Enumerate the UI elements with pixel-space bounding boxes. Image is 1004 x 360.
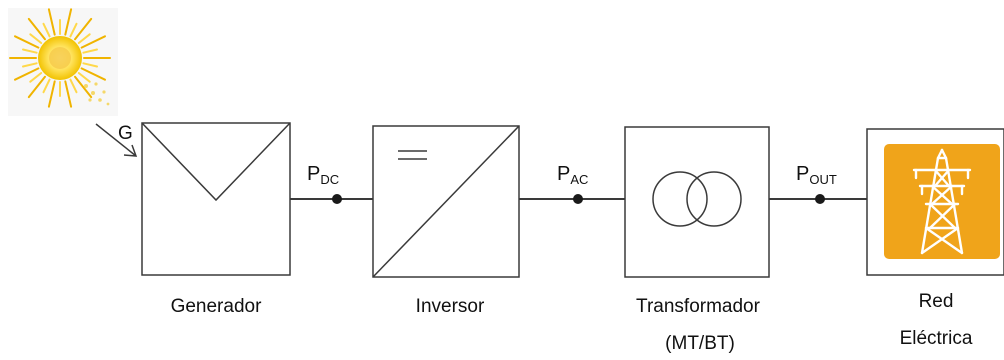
sun-ray bbox=[47, 8, 56, 36]
sun-ray bbox=[29, 33, 43, 44]
grid-label-line1: Red bbox=[918, 291, 954, 312]
node-ac-letter: P bbox=[557, 163, 571, 185]
sun-icon bbox=[8, 8, 118, 116]
power-pylon-icon bbox=[912, 148, 972, 255]
node-out-label: POUT bbox=[796, 163, 837, 187]
transformer-label: Transformador bbox=[636, 296, 760, 317]
node-dc-label: PDC bbox=[307, 163, 340, 187]
sun-ray bbox=[42, 22, 51, 38]
inverter-block bbox=[372, 125, 520, 278]
sun-ray bbox=[27, 75, 46, 99]
node-dc bbox=[332, 194, 342, 204]
sun-ray bbox=[29, 72, 43, 83]
irradiance-arrow bbox=[95, 123, 138, 157]
node-out-sub: OUT bbox=[809, 172, 837, 187]
node-ac bbox=[573, 194, 583, 204]
sun-ray bbox=[77, 33, 91, 44]
sun-ray bbox=[64, 8, 73, 36]
sun-ray bbox=[42, 78, 51, 94]
sun-ray bbox=[74, 75, 93, 99]
sun-ray bbox=[22, 62, 38, 68]
sun-ray bbox=[64, 80, 73, 108]
node-ac-sub: AC bbox=[570, 172, 589, 187]
sun-ray bbox=[80, 35, 106, 49]
node-ac-label: PAC bbox=[557, 163, 589, 187]
generator-label: Generador bbox=[170, 296, 262, 317]
sun-ray bbox=[27, 17, 46, 41]
sun-ray bbox=[82, 62, 98, 68]
transformer-sublabel: (MT/BT) bbox=[665, 333, 735, 354]
node-out-letter: P bbox=[796, 163, 810, 185]
grid-label-line2: Eléctrica bbox=[899, 328, 973, 349]
grid-block bbox=[866, 128, 1004, 276]
node-dc-sub: DC bbox=[320, 172, 340, 187]
irradiance-label: G bbox=[118, 123, 133, 144]
sun-ray bbox=[47, 80, 56, 108]
sun-ray bbox=[22, 48, 38, 54]
node-out bbox=[815, 194, 825, 204]
sun-ray bbox=[82, 48, 98, 54]
sun-ray bbox=[74, 17, 93, 41]
sun-ray bbox=[77, 72, 91, 83]
inverter-label: Inversor bbox=[415, 296, 485, 317]
dc-symbol-icon bbox=[398, 150, 427, 160]
node-dc-letter: P bbox=[307, 163, 321, 185]
sun-ray bbox=[69, 22, 78, 38]
sun-ray bbox=[14, 35, 40, 49]
sun-ray bbox=[80, 67, 106, 81]
transformer-coils-icon bbox=[652, 171, 742, 227]
sun-ray bbox=[14, 67, 40, 81]
transformer-block bbox=[624, 126, 770, 278]
generator-block bbox=[141, 122, 291, 276]
sun-sparkles bbox=[84, 82, 110, 106]
sun-ray bbox=[69, 78, 78, 94]
